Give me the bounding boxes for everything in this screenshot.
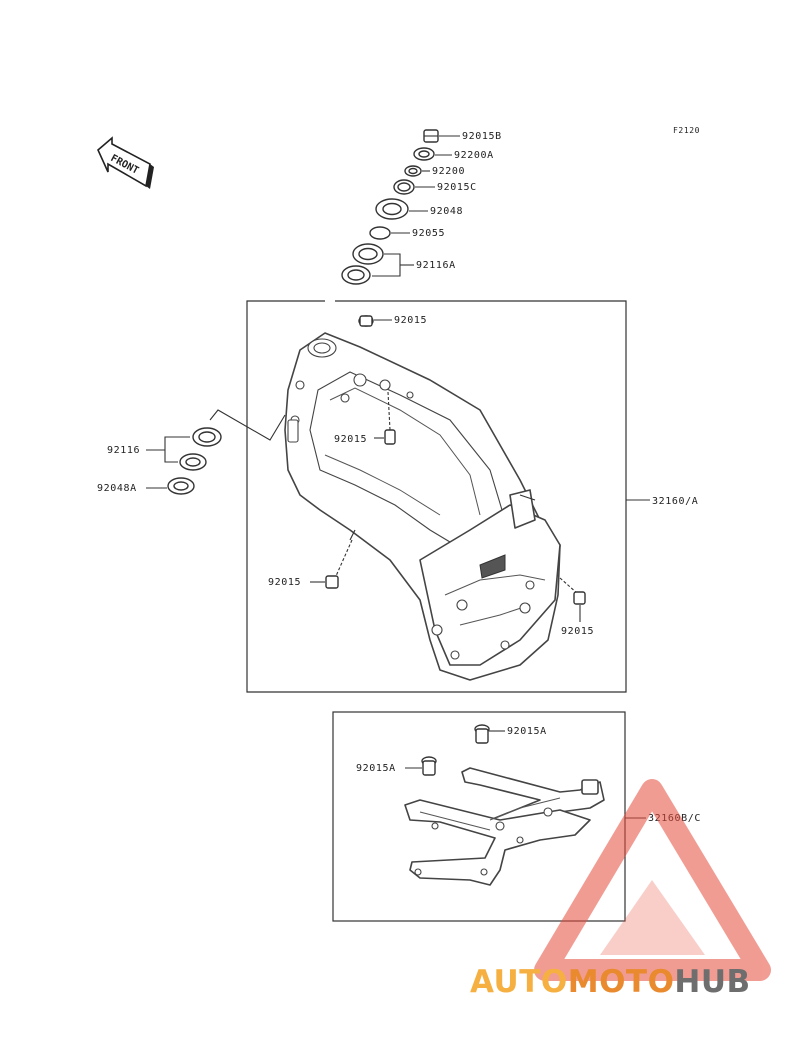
wordmark-auto: AUTO [470,964,568,1000]
label-92015A-left: 92015A [356,763,396,774]
o-ring-icon [369,226,391,240]
label-92200: 92200 [432,166,465,177]
label-92015C: 92015C [437,182,477,193]
bolt-subframe-top-icon [474,724,490,744]
frame-group-box [246,300,627,693]
bolt-left-icon [325,575,339,589]
collar-icon [404,165,422,177]
seal-icon [375,198,409,220]
label-32160A: 32160/A [652,496,698,507]
label-92015-top: 92015 [394,315,427,326]
bearing-lower-icon [192,427,222,447]
bearing-cone-icon [179,453,207,471]
subframe-drawing [404,767,605,886]
automotohub-wordmark: AUTOMOTOHUB [470,962,792,1002]
bolt-top-icon [358,315,374,327]
wordmark-hub: HUB [674,964,751,1000]
bearing-race-icon [341,265,371,285]
main-frame-drawing [284,332,561,681]
front-arrow-icon: FRONT [97,136,154,189]
locknut-icon [393,179,415,195]
label-92015-mid: 92015 [334,434,367,445]
washer-icon [413,147,435,161]
bolt-subframe-left-icon [421,756,437,776]
steering-stack: 92015B 92200A 92200 92015C 92048 9205 [341,129,502,285]
wordmark-moto: MOTO [567,964,675,1000]
label-92055: 92055 [412,228,445,239]
label-92015-left: 92015 [268,577,301,588]
label-92116A: 92116A [416,260,456,271]
bolt-mid-icon [384,429,396,445]
label-92200A: 92200A [454,150,494,161]
stem-nut-icon [423,129,439,143]
label-92015A-top: 92015A [507,726,547,737]
automotohub-logo-icon [534,779,771,981]
label-92015-right: 92015 [561,626,594,637]
bolt-right-icon [573,591,586,605]
seal-lower-icon [167,477,195,495]
bearing-upper-icon [352,243,384,265]
figure-code: F2120 [673,126,700,135]
label-92048A: 92048A [97,483,137,494]
label-92116: 92116 [107,445,140,456]
label-92048: 92048 [430,206,463,217]
label-92015B: 92015B [462,131,502,142]
